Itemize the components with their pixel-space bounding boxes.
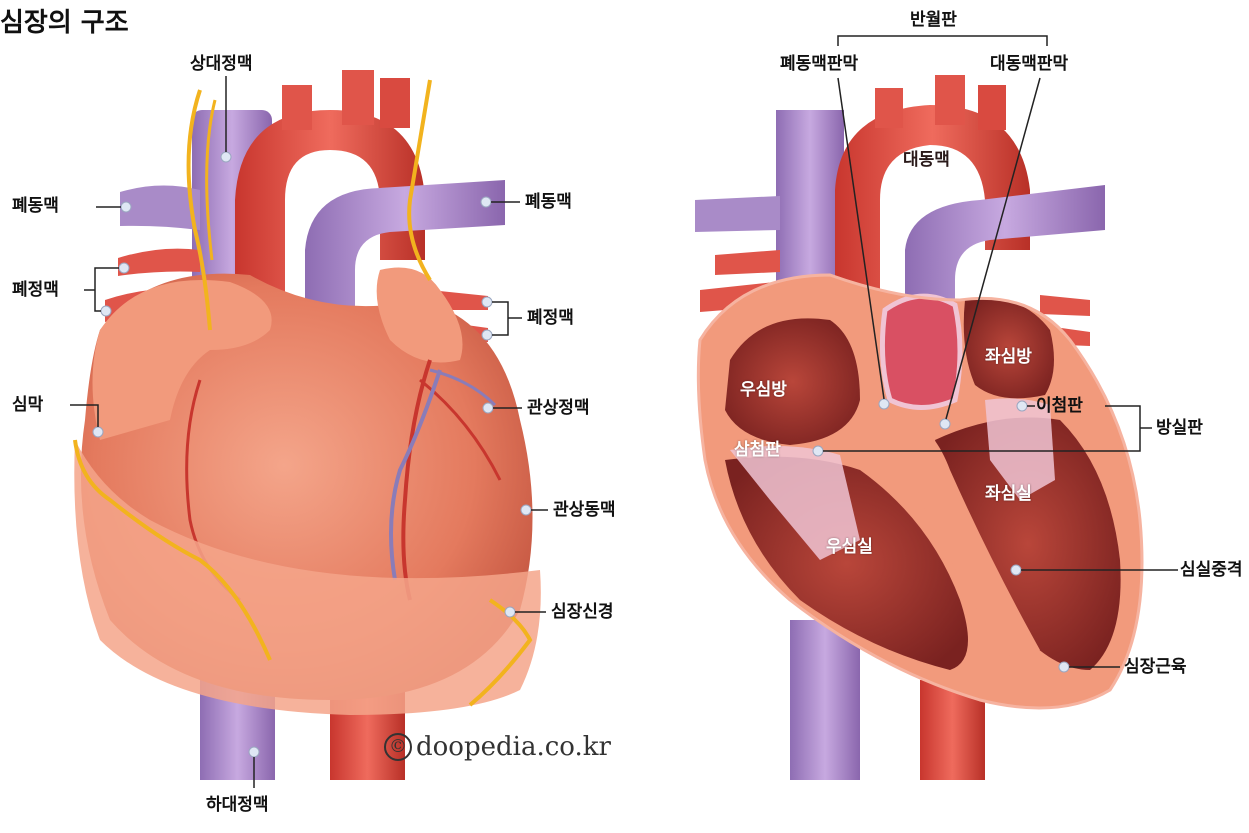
label-coronary-artery: 관상동맥 [553,500,616,520]
dot-aortic-valve [940,419,950,429]
label-pulmonary-vein-right: 폐정맥 [527,308,574,328]
label-aorta: 대동맥 [903,150,950,170]
label-right-atrium: 우심방 [740,380,787,400]
dot-pulmonary-valve [879,399,889,409]
dot-myocardium [1059,662,1069,672]
label-semilunar-valve: 반월판 [910,10,957,30]
copyright-icon: © [384,733,412,761]
label-septum: 심실중격 [1180,560,1243,580]
label-aortic-valve: 대동맥판막 [990,54,1068,74]
dot-superior-vena-cava [221,152,231,162]
leader-semilunar-bracket [838,36,1047,46]
cross-section-heart [695,36,1178,780]
label-pulmonary-artery-right: 폐동맥 [525,192,572,212]
label-pulmonary-vein-left: 폐정맥 [12,280,59,300]
cs-arch-branch-3 [978,85,1006,130]
dot-pulmonary-vein-left [119,263,129,273]
label-pericardium: 심막 [12,395,43,415]
dot-cardiac-nerve [505,607,515,617]
dot-coronary-artery [521,505,531,515]
label-inferior-vena-cava: 하대정맥 [206,795,269,815]
dot-pericardium [93,427,103,437]
dot-pulmonary-vein-right2 [482,330,492,340]
label-coronary-vein: 관상정맥 [527,398,590,418]
dot-septum [1011,565,1021,575]
label-left-atrium: 좌심방 [985,347,1032,367]
dot-pulmonary-artery-left [121,202,131,212]
label-superior-vena-cava: 상대정맥 [190,54,253,74]
arch-branch-2 [342,70,374,125]
cs-pulmonary-vein-right-shape [1040,295,1090,316]
dot-pulmonary-artery-right [481,197,491,207]
label-cardiac-nerve: 심장신경 [551,602,614,622]
arch-branch-3 [380,78,410,128]
pulmonary-vein-left-shape [118,249,200,276]
label-pulmonary-valve: 폐동맥판막 [780,54,858,74]
label-right-ventricle: 우심실 [826,537,873,557]
dot-pulmonary-vein-left2 [101,306,111,316]
cs-pulmonary-vein-left-shape [715,250,780,275]
arch-branch-1 [282,85,312,130]
dot-coronary-vein [483,403,493,413]
dot-mitral-valve [1017,401,1027,411]
cs-inferior-vena-cava-shape [790,620,860,780]
label-tricuspid-valve: 삼첨판 [734,440,781,460]
exterior-heart [70,70,548,788]
label-av-valve: 방실판 [1156,418,1203,438]
credit-text: doopedia.co.kr [416,732,611,762]
copyright-credit: ©doopedia.co.kr [384,732,611,762]
cs-arch-branch-1 [875,88,903,128]
cs-pulmonary-artery-left-shape [695,196,780,232]
label-left-ventricle: 좌심실 [985,484,1032,504]
cs-arch-branch-2 [935,75,965,125]
label-myocardium: 심장근육 [1124,657,1187,677]
label-mitral-valve: 이첨판 [1036,396,1083,416]
cs-aortic-root-shape [882,296,960,407]
leader-pulmonary-vein-right [492,302,508,335]
label-pulmonary-artery-left: 폐동맥 [12,196,59,216]
dot-inferior-vena-cava [249,747,259,757]
dot-pulmonary-vein-right [482,297,492,307]
dot-tricuspid-valve [813,446,823,456]
page-title: 심장의 구조 [0,2,129,39]
